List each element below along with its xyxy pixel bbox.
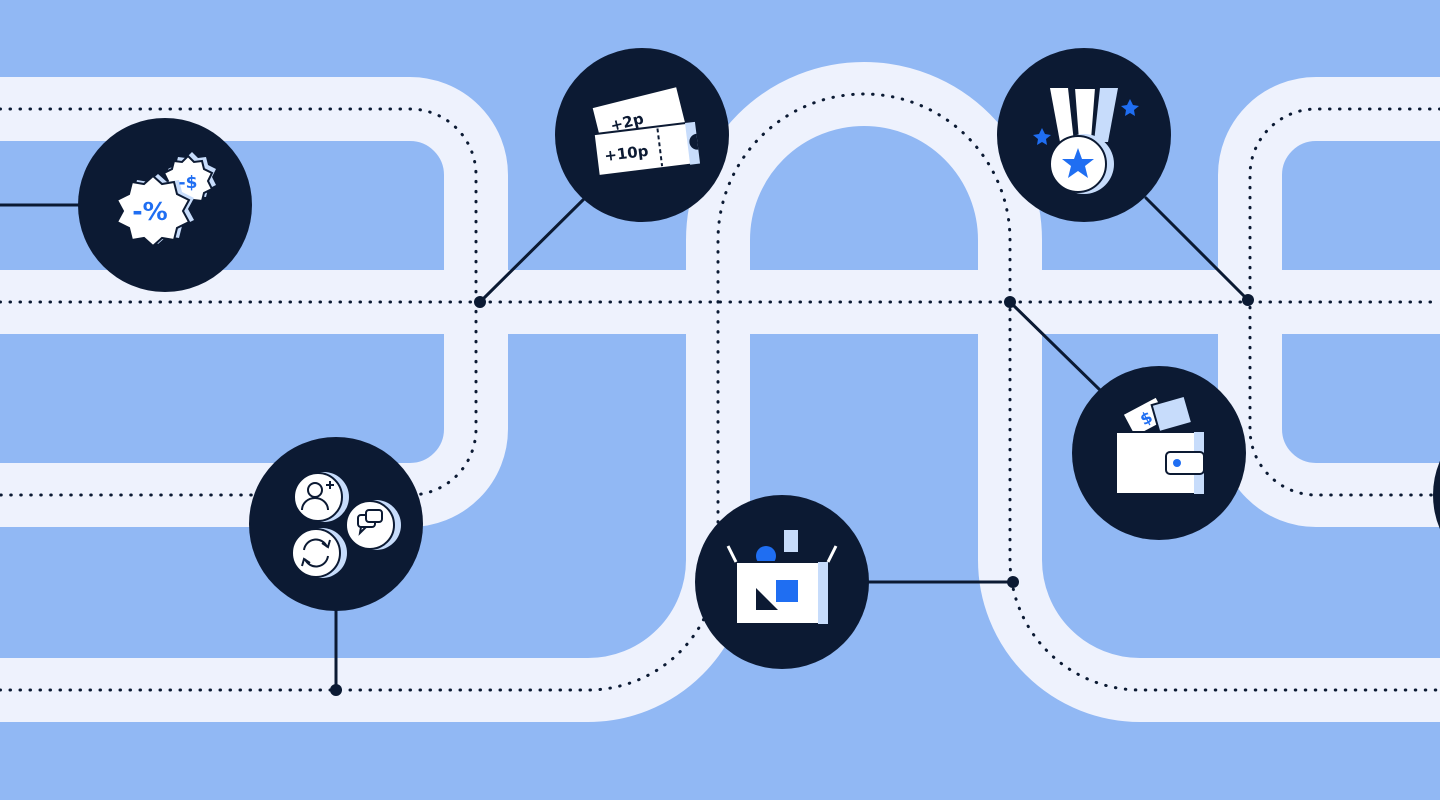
product-box-node xyxy=(695,495,869,669)
cashback-wallet-node: $ xyxy=(1072,366,1246,540)
medal-icon xyxy=(1033,87,1139,194)
community-actions-node xyxy=(249,437,423,611)
discount-dollar-label: -$ xyxy=(179,173,198,193)
junction-dot-medal xyxy=(1242,294,1254,306)
partial-node-edge xyxy=(1433,460,1440,530)
user-chat-refresh-icon xyxy=(291,472,401,578)
junction-dot-tickets xyxy=(474,296,486,308)
junction-dot-wallet xyxy=(1004,296,1016,308)
junction-dot-box xyxy=(1007,576,1019,588)
refresh-icon xyxy=(301,538,331,568)
connector-tickets xyxy=(478,193,590,304)
junction-dot-community xyxy=(330,684,342,696)
chat-bubbles-icon xyxy=(357,509,383,536)
wallet-icon: $ xyxy=(1115,394,1205,495)
achievement-medal-node xyxy=(997,48,1171,222)
open-box-icon xyxy=(726,530,838,625)
discount-percent-label: -% xyxy=(132,197,167,226)
sparkle-icon xyxy=(1033,128,1051,145)
loyalty-tickets-node: +2p +10p xyxy=(555,48,729,222)
connector-medal xyxy=(1144,196,1250,302)
ticket-front-label: +10p xyxy=(603,142,649,165)
points-tickets-icon: +2p +10p xyxy=(590,84,702,178)
add-user-icon xyxy=(301,481,334,511)
connectors xyxy=(0,193,1254,696)
connector-wallet xyxy=(1008,300,1104,394)
dots-bottom-wave xyxy=(0,92,1440,692)
discount-badges-icon: -% -$ xyxy=(115,152,216,248)
sparkle-icon xyxy=(1121,99,1139,116)
discount-badges-node: -% -$ xyxy=(78,118,252,292)
